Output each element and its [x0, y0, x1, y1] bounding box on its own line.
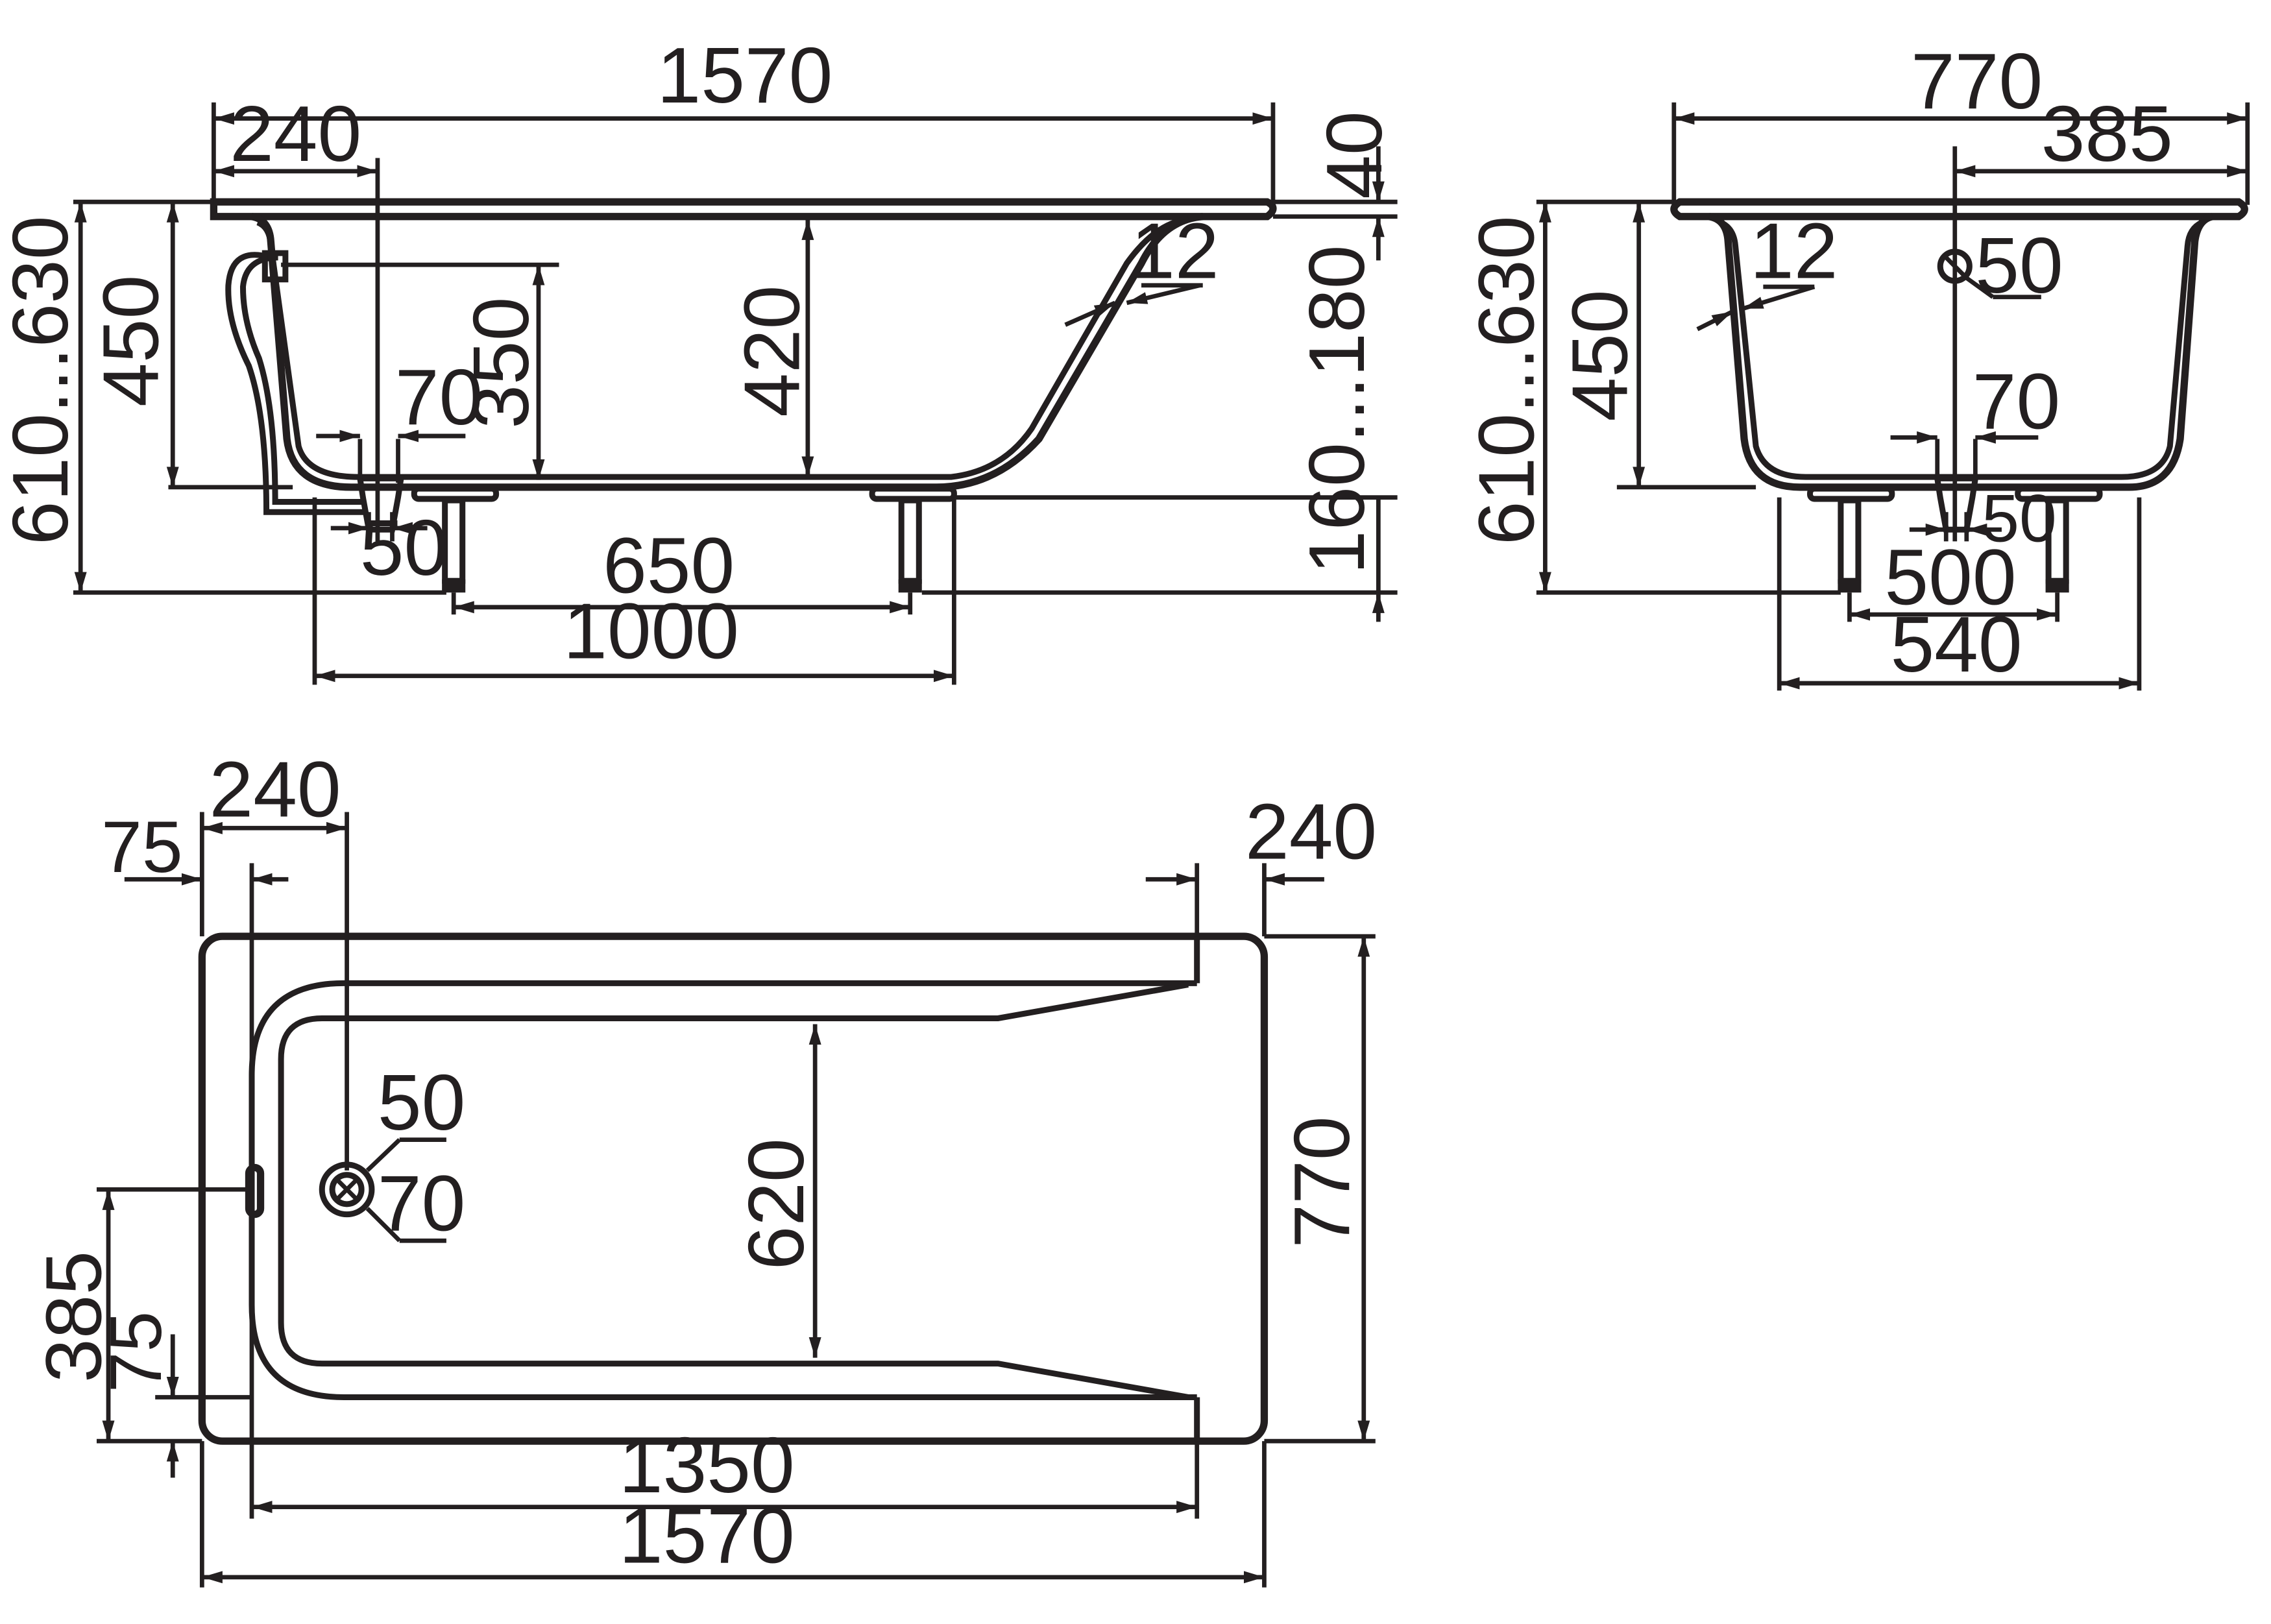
label-plan-inner-length: 1350	[619, 1421, 795, 1509]
side-leg-foot-left	[442, 579, 466, 593]
label-plan-inner-width: 620	[732, 1138, 820, 1270]
end-shell-outer	[1708, 213, 2214, 491]
label-end-wall: 12	[1750, 206, 1838, 295]
label-plan-width: 770	[1278, 1116, 1366, 1248]
side-foot-plate-left	[411, 485, 500, 502]
side-view: 1570 240 40 610...630 450 350 420 12 70 …	[0, 31, 1398, 685]
label-end-half-width: 385	[2041, 90, 2173, 178]
label-end-tub-height: 450	[1556, 289, 1644, 421]
label-end-drain-outer: 70	[1973, 358, 2060, 446]
side-rim	[210, 198, 1277, 221]
label-plan-rim-side: 75	[95, 1311, 176, 1392]
end-leg-foot-right	[2045, 579, 2069, 593]
label-plan-rim-right: 240	[1245, 788, 1377, 876]
label-side-frame: 1000	[563, 587, 739, 675]
label-side-depth: 420	[727, 285, 816, 417]
label-side-leg-adjust: 160...180	[1293, 245, 1381, 575]
side-shell-inner	[256, 216, 1189, 480]
side-overflow-pipe	[225, 252, 366, 515]
label-side-overflow-height: 350	[457, 297, 545, 429]
label-side-length: 1570	[657, 31, 832, 119]
side-leg-foot-right	[898, 579, 922, 593]
label-plan-half-width: 385	[30, 1251, 118, 1383]
label-side-total-height: 610...630	[0, 215, 84, 545]
label-side-drain-inner: 50	[360, 503, 448, 592]
label-side-leg-spacing: 650	[603, 521, 735, 609]
label-side-tub-height: 450	[87, 275, 175, 407]
plan-basin-inner	[278, 982, 1189, 1400]
plan-view: 240 75 240 50 70 620 770 385 75 1350 157…	[30, 745, 1377, 1588]
plan-drain-inner	[329, 1172, 365, 1207]
label-side-drain-outer: 70	[395, 353, 483, 441]
label-plan-drain-offset: 240	[210, 745, 341, 833]
label-side-wall: 12	[1131, 206, 1219, 295]
label-end-total-height: 610...630	[1462, 215, 1550, 545]
label-plan-rim-left: 75	[101, 806, 182, 888]
label-plan-overflow: 50	[378, 1058, 465, 1146]
side-foot-plate-right	[869, 485, 957, 502]
end-leg-left	[1838, 497, 1862, 584]
label-end-overflow: 50	[1975, 221, 2063, 309]
label-end-width: 770	[1911, 37, 2043, 125]
side-overflow-pipe-inner	[239, 254, 366, 505]
label-side-rim: 40	[1310, 111, 1398, 199]
end-foot-plate-left	[1807, 485, 1895, 502]
label-plan-length: 1570	[619, 1491, 795, 1579]
label-end-frame: 540	[1890, 600, 2022, 688]
end-rim	[1670, 198, 2248, 221]
side-leg-right	[898, 497, 922, 584]
end-leg-foot-left	[1838, 579, 1862, 593]
label-side-drain-offset: 240	[230, 90, 361, 178]
label-plan-drain: 70	[378, 1159, 465, 1247]
label-end-leg-spacing: 500	[1884, 533, 2016, 621]
end-view: 770 385 610...630 450 12 50 70 50 500 54…	[1462, 37, 2250, 691]
label-end-drain-inner: 50	[1982, 480, 2056, 555]
